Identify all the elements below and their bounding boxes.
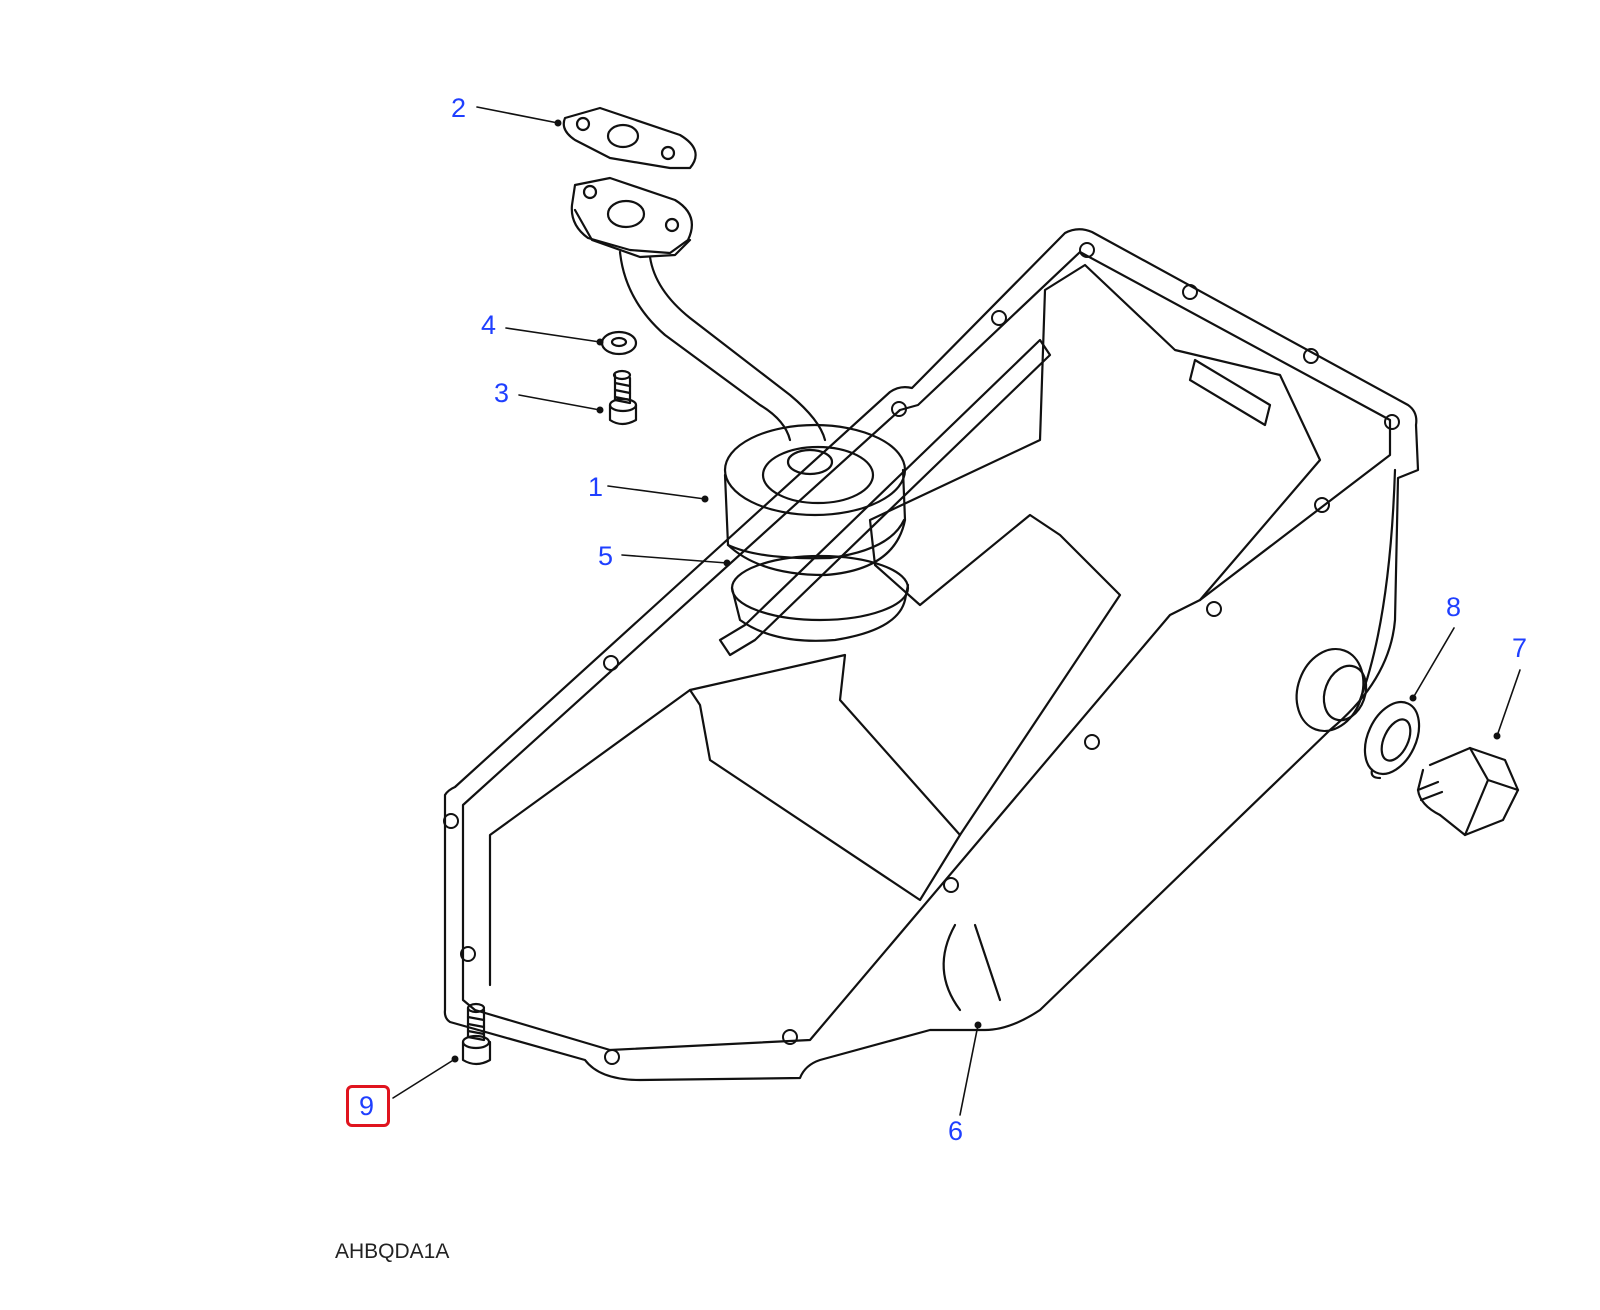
- sump-bolt-part[interactable]: [461, 1002, 492, 1066]
- callout-9[interactable]: 9: [359, 1091, 375, 1121]
- callout-7[interactable]: 7: [1512, 633, 1528, 663]
- leader-lines: [392, 106, 1521, 1116]
- callout-3[interactable]: 3: [494, 378, 510, 408]
- callout-2[interactable]: 2: [451, 93, 467, 123]
- callout-4[interactable]: 4: [481, 310, 497, 340]
- callout-6[interactable]: 6: [948, 1116, 964, 1146]
- sealing-washer-part[interactable]: [1354, 693, 1430, 782]
- washer-part[interactable]: [600, 330, 638, 356]
- leader-dots: [451, 119, 1501, 1063]
- callout-8[interactable]: 8: [1446, 592, 1462, 622]
- o-ring-part[interactable]: [730, 554, 910, 642]
- oil-pickup-pipe-part[interactable]: [570, 176, 907, 577]
- gasket-part[interactable]: [562, 106, 697, 170]
- callout-5[interactable]: 5: [598, 541, 614, 571]
- bolt-part[interactable]: [608, 369, 638, 426]
- figure-code: AHBQDA1A: [335, 1240, 450, 1263]
- oil-sump-part[interactable]: [443, 228, 1420, 1082]
- callout-1[interactable]: 1: [588, 472, 604, 502]
- drain-plug-part[interactable]: [1416, 746, 1520, 837]
